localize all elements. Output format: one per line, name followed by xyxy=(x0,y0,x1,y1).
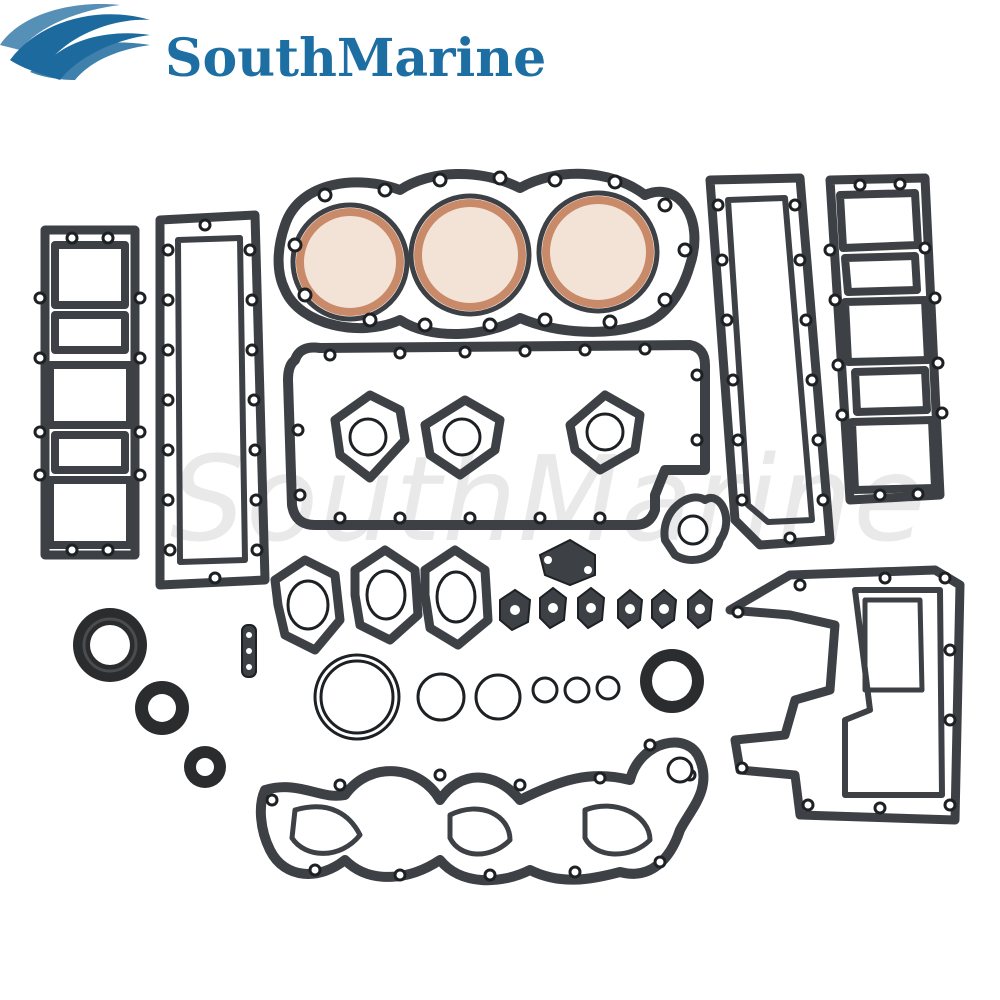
intake-port-gaskets xyxy=(330,390,645,483)
oil-seals xyxy=(73,608,704,788)
thermostat-gasket xyxy=(660,493,731,564)
wave-icon xyxy=(0,4,150,80)
o-rings xyxy=(313,653,621,741)
bypass-cover-gasket xyxy=(538,538,596,587)
right-reed-gasket xyxy=(823,173,949,505)
bottom-cover-gasket xyxy=(255,737,709,886)
strip-gasket xyxy=(241,624,257,678)
left-exhaust-gasket xyxy=(155,210,270,590)
southmarine-logo: SouthMarine xyxy=(0,4,546,89)
head-cover-gasket xyxy=(283,340,710,530)
carburetor-gaskets xyxy=(270,545,493,655)
brand-name: SouthMarine xyxy=(165,28,546,89)
right-exhaust-gasket xyxy=(705,173,835,550)
adapter-plate-gasket xyxy=(725,565,965,825)
head-gasket xyxy=(273,168,700,339)
small-gaskets xyxy=(499,586,714,632)
left-reed-gasket xyxy=(33,225,147,560)
